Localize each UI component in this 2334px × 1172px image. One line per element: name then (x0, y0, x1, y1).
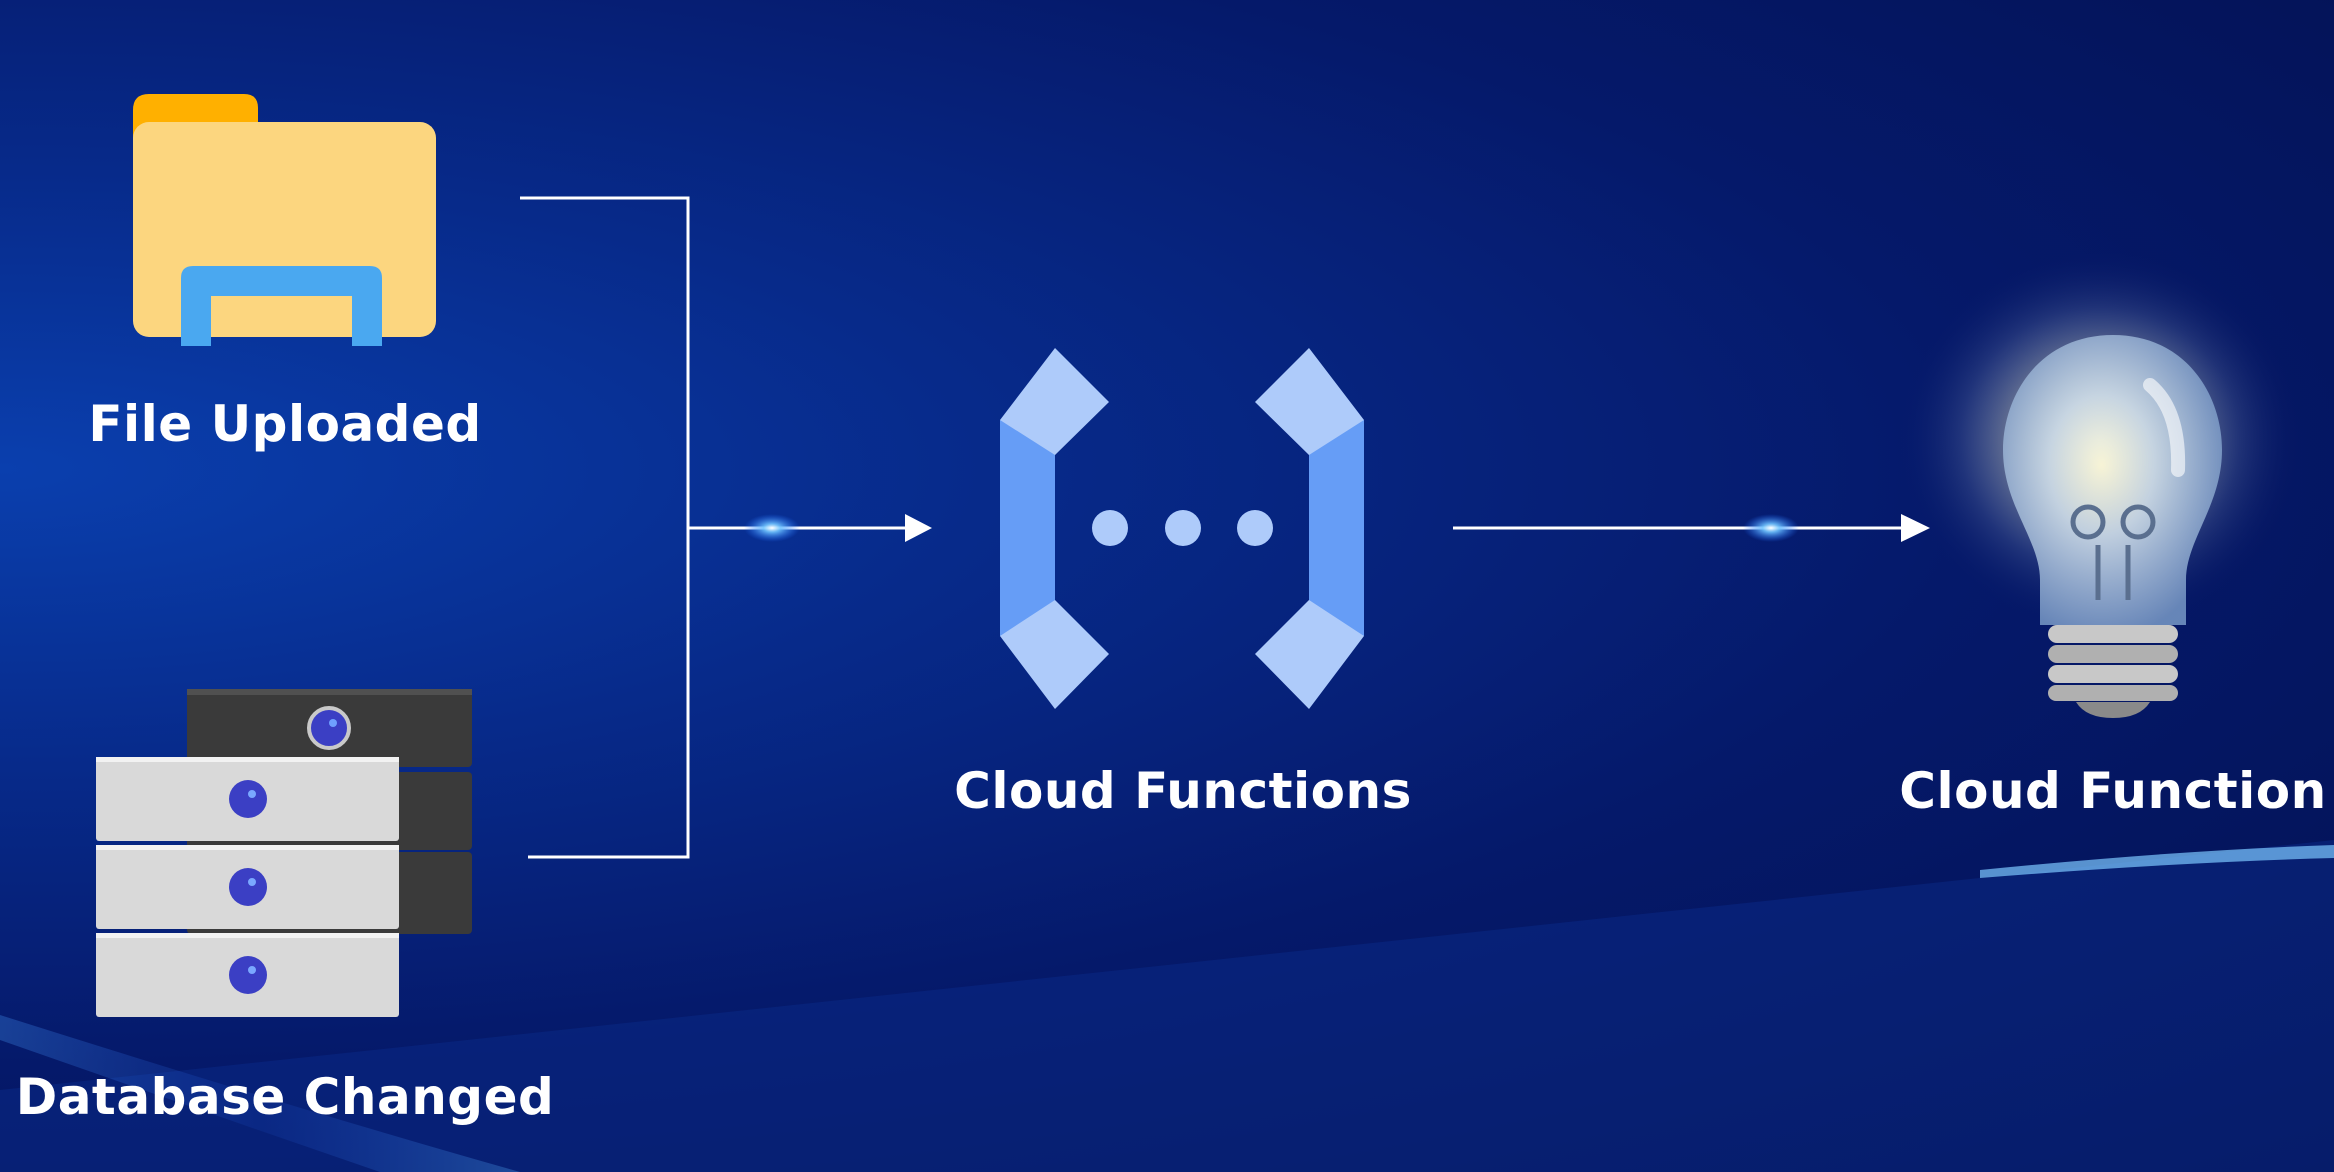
database-changed-label: Database Changed (15, 1068, 555, 1126)
glow-dot-icon (744, 514, 800, 542)
cloud-function-label: Cloud Function (1899, 762, 2327, 820)
arrowhead-to-cloud-functions-icon (905, 514, 932, 542)
glow-dot-icon (1743, 514, 1799, 542)
file-uploaded-label: File Uploaded (88, 395, 482, 453)
cloud-functions-label: Cloud Functions (954, 762, 1412, 820)
arrowhead-to-cloud-function-icon (1901, 514, 1930, 542)
